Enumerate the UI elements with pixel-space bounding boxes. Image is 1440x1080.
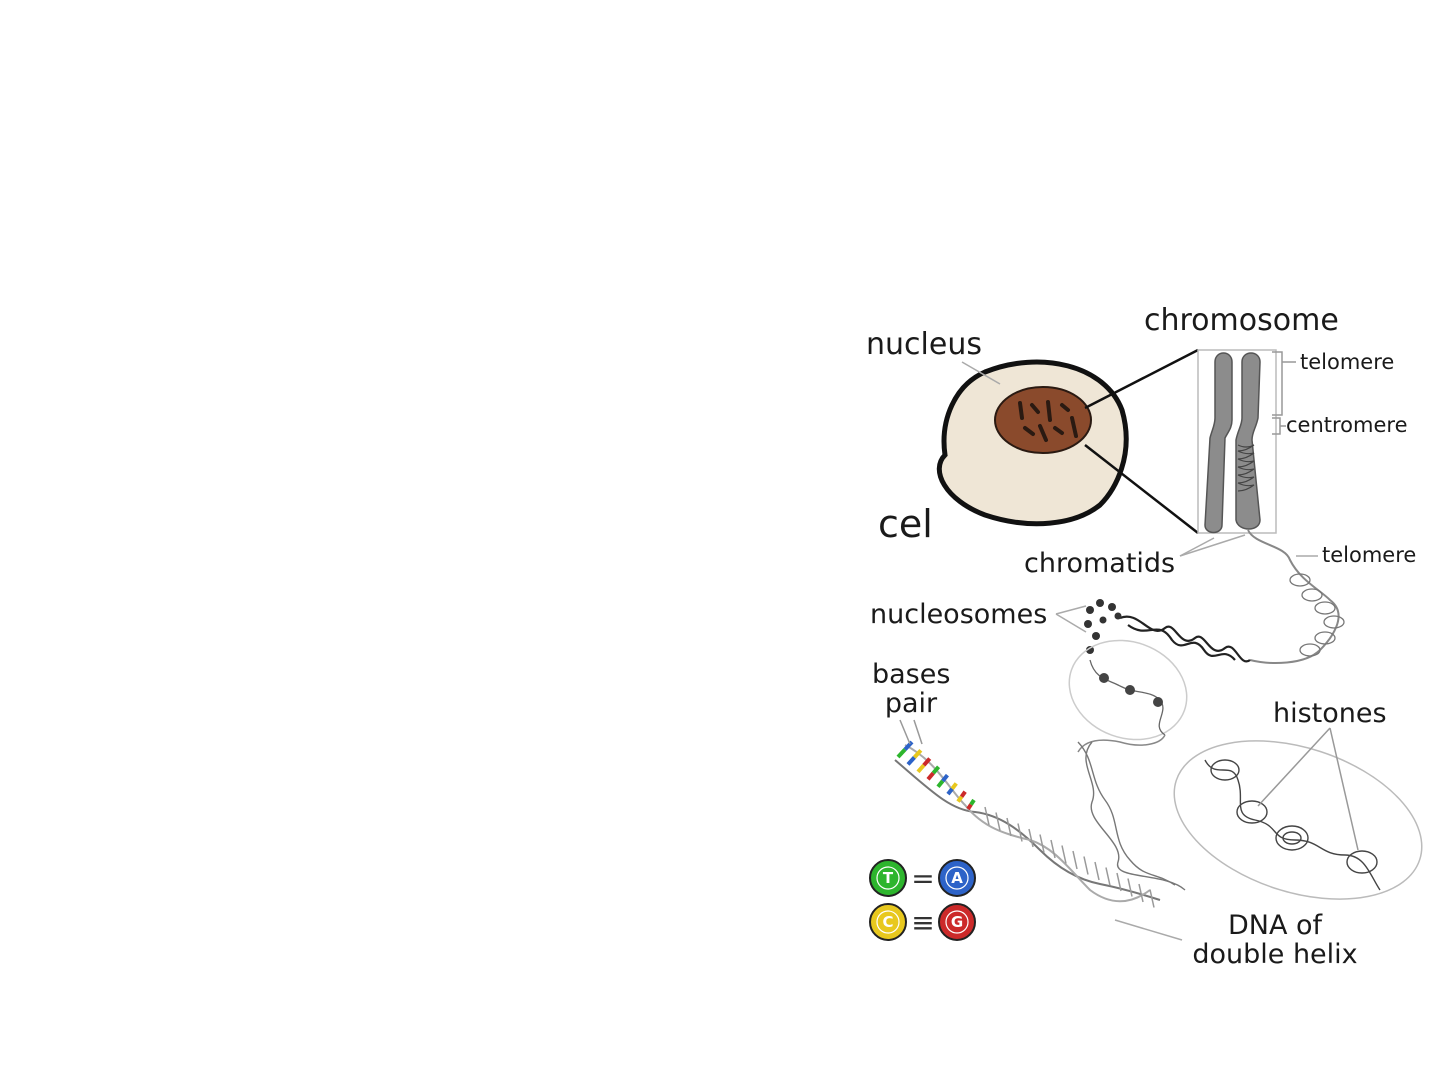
helix-rung <box>995 812 1001 831</box>
rung-half <box>922 757 932 767</box>
rung-half <box>941 773 949 783</box>
nucleus-leader <box>961 361 1001 385</box>
label-chromatids: chromatids <box>1024 548 1176 579</box>
solenoid-coil <box>1119 615 1251 663</box>
rung-half <box>956 795 964 803</box>
helix-rung <box>1017 823 1023 842</box>
histone-dna-string <box>1204 759 1381 891</box>
base-pair-legend: T = A C ≡ G <box>869 859 976 941</box>
label-centromere: centromere <box>1286 413 1408 437</box>
label-telomere-top: telomere <box>1300 350 1395 374</box>
label-chromosome: chromosome <box>1144 303 1339 338</box>
helix-rung <box>1006 817 1012 837</box>
rung-half <box>966 803 973 811</box>
helix-rung <box>1050 839 1056 859</box>
helix-rung <box>1149 889 1155 908</box>
nucleosomes-leaders <box>1055 605 1087 633</box>
rung-half <box>950 782 958 791</box>
rung-half <box>903 740 914 751</box>
chromosome-brackets <box>1272 351 1296 435</box>
rung-half <box>936 779 945 788</box>
beads-string <box>1089 659 1166 736</box>
helix-rung <box>1116 872 1122 892</box>
helix-rung <box>1072 850 1078 870</box>
chromatids-leaders <box>1179 534 1246 557</box>
rung-half <box>916 763 926 774</box>
nucleosome-beads <box>1084 599 1122 654</box>
bases-pair-leaders <box>899 719 923 745</box>
chromatin-to-helix <box>1077 734 1166 753</box>
base-G-ring <box>945 910 969 934</box>
helix-rung <box>1039 834 1045 853</box>
rung-half <box>906 756 916 766</box>
helix-rung <box>1061 845 1067 864</box>
label-telomere-bottom: telomere <box>1322 543 1417 567</box>
base-A-letter: A <box>951 869 963 887</box>
base-pair-rungs <box>896 740 1155 908</box>
base-G-circle <box>938 903 976 941</box>
beads-string-oval <box>1068 639 1188 741</box>
chromosome-right-arm <box>1235 352 1261 530</box>
label-nucleosomes: nucleosomes <box>870 599 1048 630</box>
base-T-circle <box>869 859 907 897</box>
base-C-ring <box>876 910 900 934</box>
rung-half <box>946 787 954 796</box>
chromosome-frame <box>1197 349 1277 534</box>
helix-rung <box>984 806 990 826</box>
bond-symbol: = <box>911 862 934 895</box>
label-bases: bases <box>872 659 951 690</box>
chromatin-fiber <box>1247 529 1340 664</box>
zoom-line-top <box>1084 348 1199 410</box>
label-histones: histones <box>1273 698 1387 729</box>
rung-half <box>912 748 923 759</box>
base-A-ring <box>945 866 969 890</box>
base-T-ring <box>876 866 900 890</box>
histone-spools <box>1210 759 1378 874</box>
rung-half <box>926 771 935 781</box>
base-T-letter: T <box>883 869 894 887</box>
helix-rung <box>1138 883 1144 903</box>
dna-leader <box>1114 919 1183 941</box>
bond-symbol: ≡ <box>911 906 934 939</box>
helix-rung <box>1083 856 1089 875</box>
rung-half <box>959 790 967 798</box>
rung-half <box>896 748 907 759</box>
string-beads <box>1099 673 1163 707</box>
label-double-helix: double helix <box>1192 939 1358 970</box>
base-C-letter: C <box>882 913 893 931</box>
zoom-line-bottom <box>1084 444 1199 534</box>
rung-half <box>969 798 976 806</box>
label-cel: cel <box>878 502 933 546</box>
helix-rung <box>1028 828 1034 848</box>
base-G-letter: G <box>951 913 963 931</box>
chromosome-coil-texture <box>1237 444 1255 492</box>
double-helix <box>894 744 1161 903</box>
base-C-circle <box>869 903 907 941</box>
base-A-circle <box>938 859 976 897</box>
helix-rung <box>1094 861 1100 881</box>
helix-rung <box>1127 878 1133 897</box>
chromosome-left-arm <box>1204 352 1233 534</box>
helix-rung <box>1105 867 1111 886</box>
histones-leaders <box>1257 727 1359 851</box>
fiber-loops <box>1289 573 1345 657</box>
histone-oval <box>1173 740 1423 900</box>
label-pair: pair <box>884 688 938 719</box>
label-dna-of: DNA of <box>1227 910 1323 941</box>
nucleus-shape <box>994 386 1092 454</box>
label-nucleus: nucleus <box>866 327 982 362</box>
rung-half <box>931 765 941 775</box>
nucleus-chromosomes <box>1018 400 1078 442</box>
vertical-helix <box>1077 741 1186 891</box>
